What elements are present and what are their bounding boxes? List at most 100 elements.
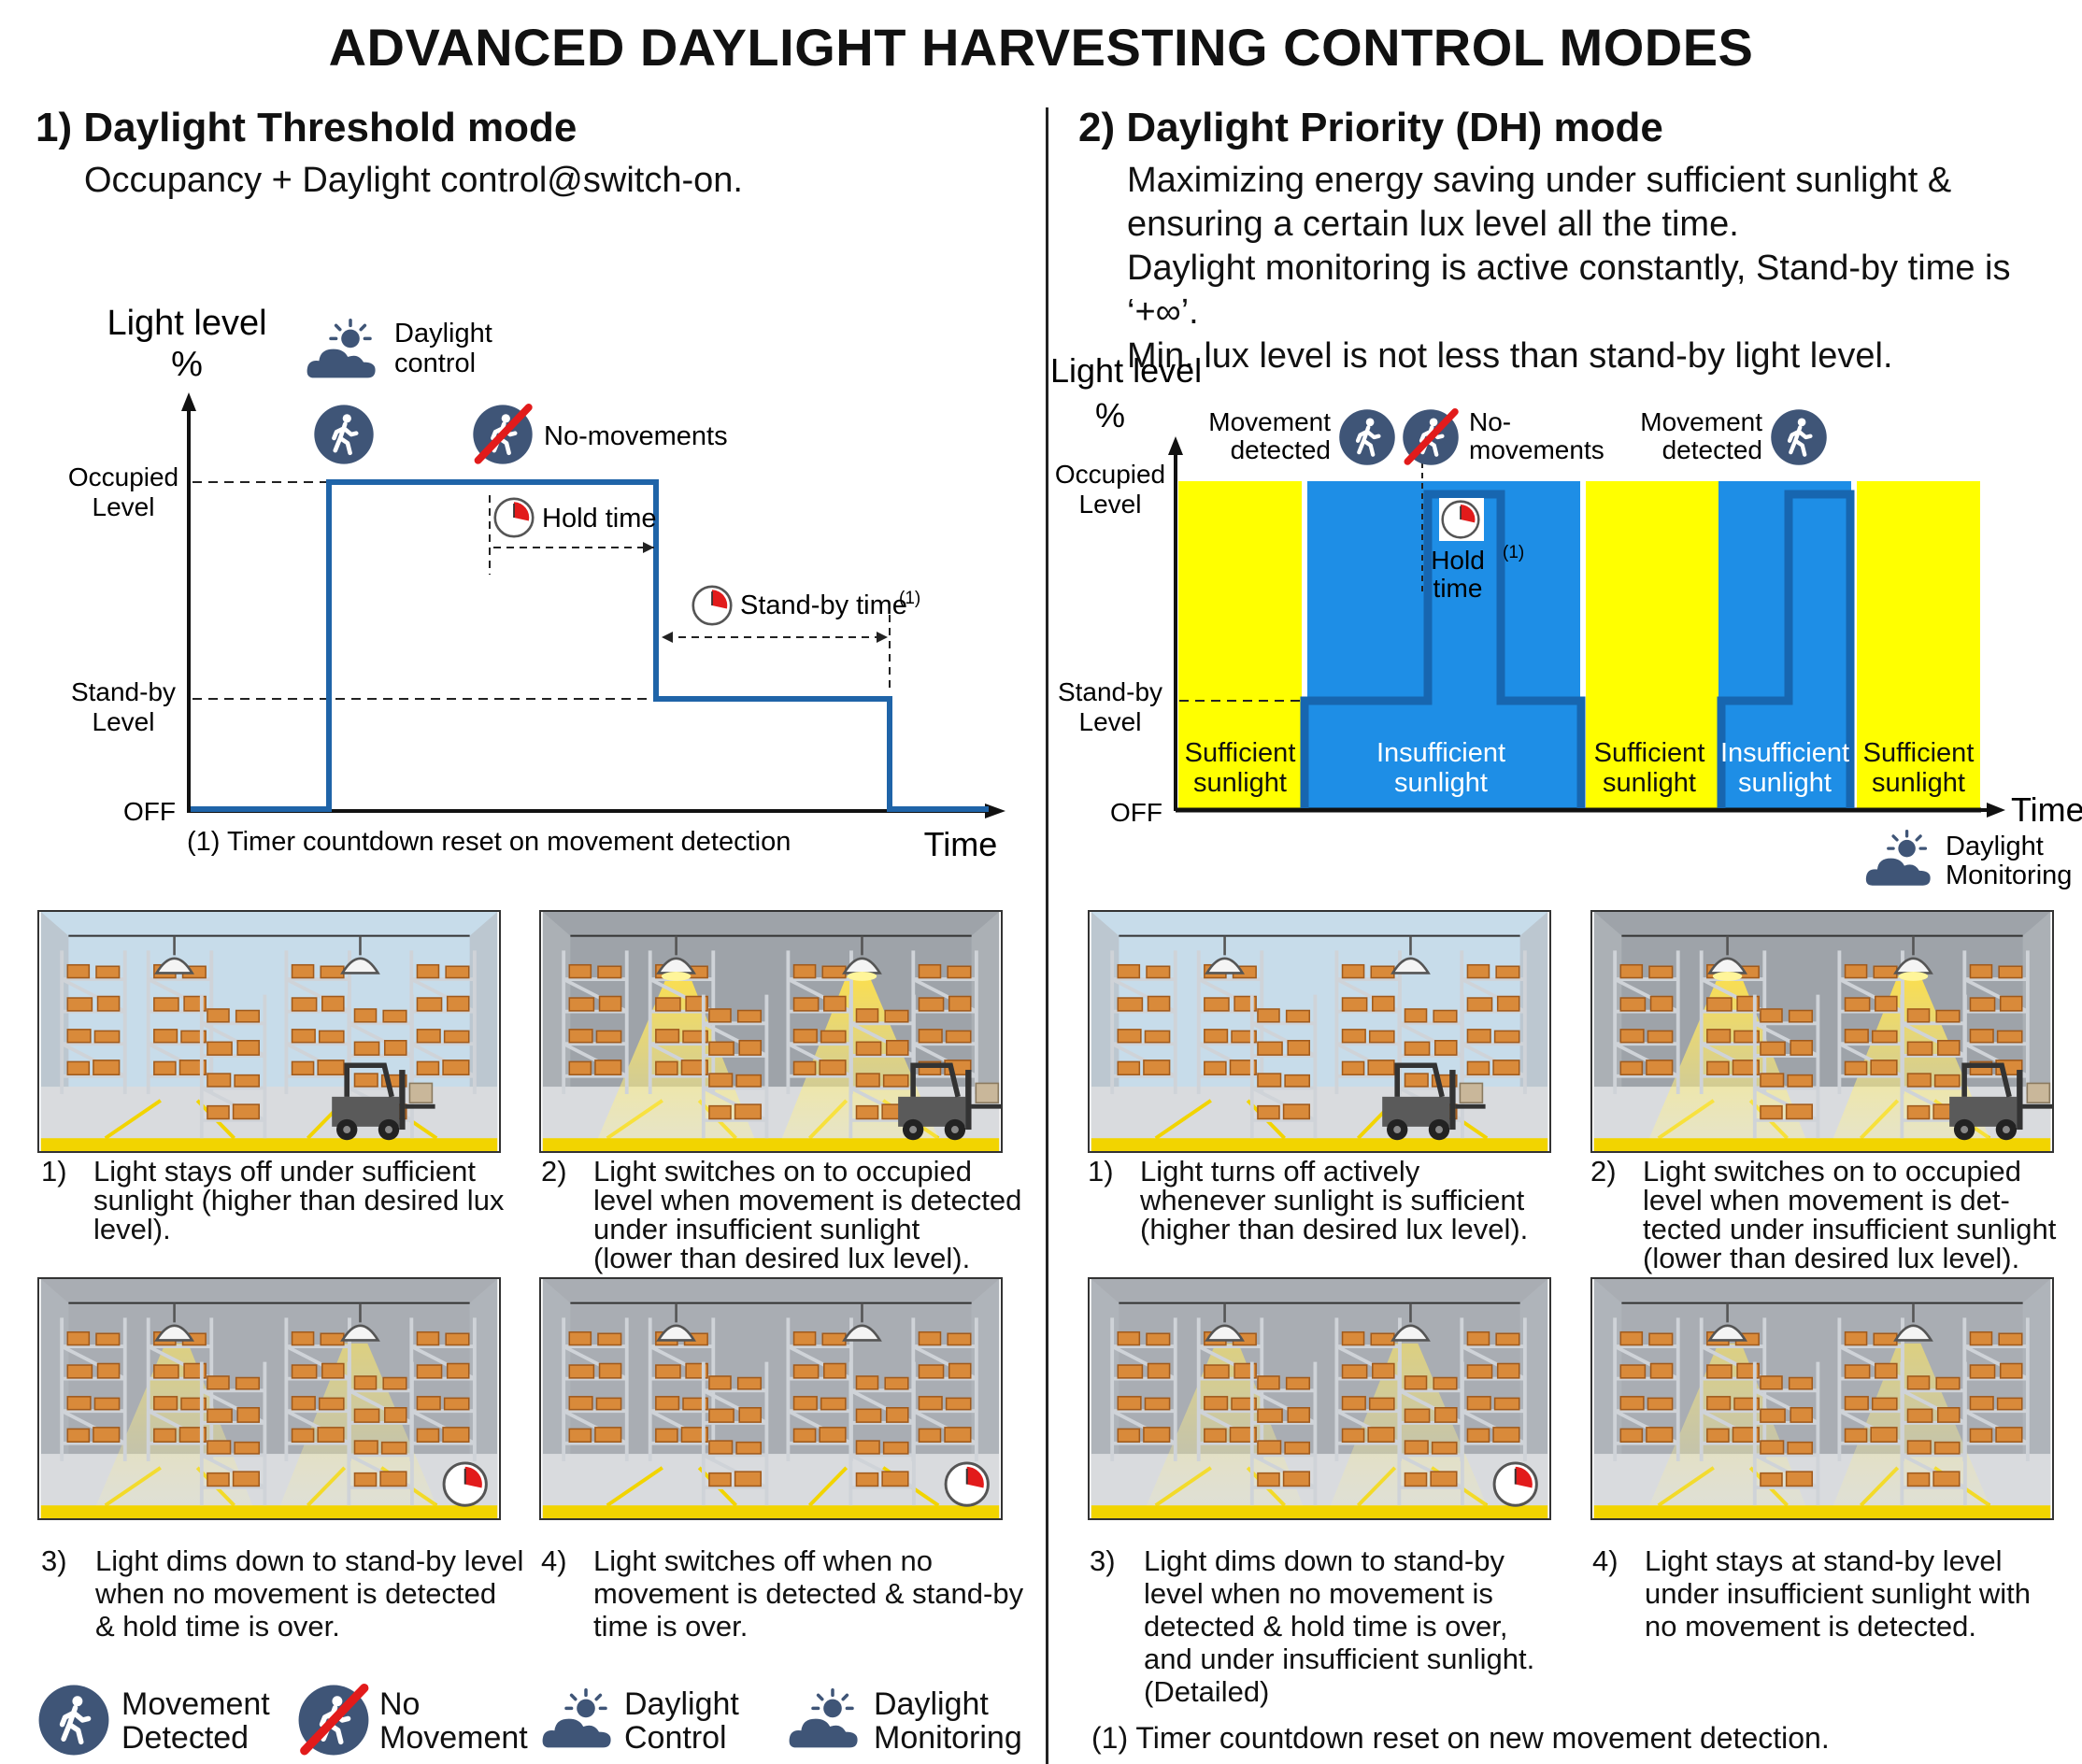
warehouse-scene (1590, 910, 2054, 1153)
y-axis-unit: % (1095, 396, 1125, 434)
caption-line: (Detailed) (1144, 1675, 1270, 1708)
warehouse-scene (1088, 1277, 1551, 1520)
band-sufficient-3 (1857, 481, 1980, 808)
warehouse-illustration (1593, 912, 2052, 1151)
daylight-control-label: control (394, 349, 476, 378)
band-label: sunlight (1738, 768, 1832, 798)
caption-line: Light stays at stand-by level (1645, 1544, 2003, 1577)
footnote-marker: (1) (899, 589, 920, 608)
caption-line: (higher than desired lux level). (1140, 1213, 1529, 1245)
band-label: sunlight (1603, 768, 1696, 798)
threshold-timing-diagram: Light level % Daylight control No-moveme… (68, 304, 1005, 863)
caption-line: Light turns off actively (1140, 1155, 1420, 1188)
warehouse-scene (1088, 910, 1551, 1153)
movement-detected-icon (1771, 409, 1827, 465)
band-label: sunlight (1394, 768, 1488, 798)
page-title: ADVANCED DAYLIGHT HARVESTING CONTROL MOD… (328, 18, 1754, 77)
no-movements-label: movements (1469, 435, 1604, 464)
caption-line: whenever sunlight is sufficient (1140, 1184, 1525, 1216)
standby-time-label: Stand-by time (740, 590, 907, 620)
warehouse-illustration (40, 1279, 498, 1518)
caption-line: detected & hold time is over, (1144, 1610, 1508, 1643)
caption-line: level when movement is det- (1643, 1184, 2010, 1216)
left-subtitle: Occupancy + Daylight control@switch-on. (84, 161, 743, 200)
standby-time-clock-icon (692, 585, 733, 626)
warehouse-scene (539, 1277, 1003, 1520)
warehouse-illustration (542, 912, 1001, 1151)
right-footnote: (1) Timer countdown reset on new movemen… (1091, 1721, 1830, 1755)
caption-number: 4) (541, 1544, 567, 1577)
daylight-control-icon (305, 319, 378, 380)
y-axis-label: Light level (107, 304, 266, 343)
caption-line: & hold time is over. (95, 1610, 340, 1643)
x-axis-label: Time (2011, 790, 2082, 829)
right-subtitle-line: Min. lux level is not less than stand-by… (1127, 336, 1893, 376)
caption-number: 2) (541, 1155, 567, 1188)
band-sufficient-2 (1586, 481, 1718, 808)
caption-line: sunlight (higher than desired lux (93, 1184, 505, 1216)
daylight-monitoring-label: Monitoring (1946, 861, 2072, 890)
legend-label-line: Daylight (874, 1686, 989, 1722)
movement-detected-label: Movement (1640, 407, 1762, 436)
legend-label-line: Control (624, 1720, 727, 1756)
footnote-marker: (1) (1503, 543, 1524, 562)
occupied-level-label: Occupied (68, 462, 178, 491)
caption-number: 3) (41, 1544, 67, 1577)
movement-detected-label: detected (1231, 435, 1331, 464)
caption-number: 4) (1592, 1544, 1619, 1577)
legend-label-line: Detected (121, 1720, 250, 1756)
band-label: Insufficient (1720, 738, 1849, 768)
warehouse-illustration (1593, 1279, 2051, 1518)
y-axis-label: Light level (1050, 351, 1202, 390)
caption-number: 3) (1090, 1544, 1116, 1577)
caption-line: level when no movement is (1144, 1577, 1493, 1610)
caption-line: Light switches on to occupied (1643, 1155, 2021, 1188)
priority-timing-diagram: Light level % Occupied Level Stand-by Le… (1050, 351, 2082, 890)
warehouse-illustration (1091, 1279, 1548, 1518)
caption-number: 1) (1088, 1155, 1114, 1188)
warehouse-scene (37, 1277, 501, 1520)
caption-line: tected under insufficient sunlight (1643, 1213, 2057, 1245)
warehouse-scene (539, 910, 1003, 1153)
hold-time-label: time (1433, 574, 1483, 603)
daylight-control-label: Daylight (394, 319, 492, 349)
standby-level-label: Level (93, 707, 155, 736)
legend-movement-icon (37, 1684, 110, 1757)
left-heading: 1) Daylight Threshold mode (36, 105, 578, 150)
caption-line: level). (93, 1213, 171, 1245)
movement-detected-label: detected (1662, 435, 1762, 464)
left-diagram-footnote: (1) Timer countdown reset on movement de… (187, 827, 791, 857)
standby-level-label: Stand-by (1058, 677, 1162, 706)
caption-line: (lower than desired lux level). (593, 1242, 971, 1274)
off-level-label: OFF (123, 797, 176, 826)
band-sufficient-1 (1178, 481, 1302, 808)
occupied-level-label: Level (1079, 490, 1142, 519)
no-movements-label: No- (1469, 407, 1511, 436)
center-divider (1046, 107, 1048, 1764)
warehouse-illustration (542, 1279, 1000, 1518)
caption-line: level when movement is detected (593, 1184, 1022, 1216)
y-axis-unit: % (171, 345, 203, 384)
warehouse-illustration (40, 912, 498, 1151)
caption-line: movement is detected & stand-by (593, 1577, 1024, 1610)
caption-line: and under insufficient sunlight. (1144, 1643, 1535, 1675)
caption-number: 2) (1590, 1155, 1617, 1188)
legend-label-line: Daylight (624, 1686, 739, 1722)
band-label: Sufficient (1863, 738, 1975, 768)
off-level-label: OFF (1110, 798, 1162, 827)
x-axis-label: Time (924, 825, 998, 863)
caption-line: Light stays off under sufficient (93, 1155, 476, 1188)
no-movement-icon (473, 405, 532, 463)
caption-line: Light dims down to stand-by level (95, 1544, 524, 1577)
occupied-level-label: Level (93, 492, 155, 521)
